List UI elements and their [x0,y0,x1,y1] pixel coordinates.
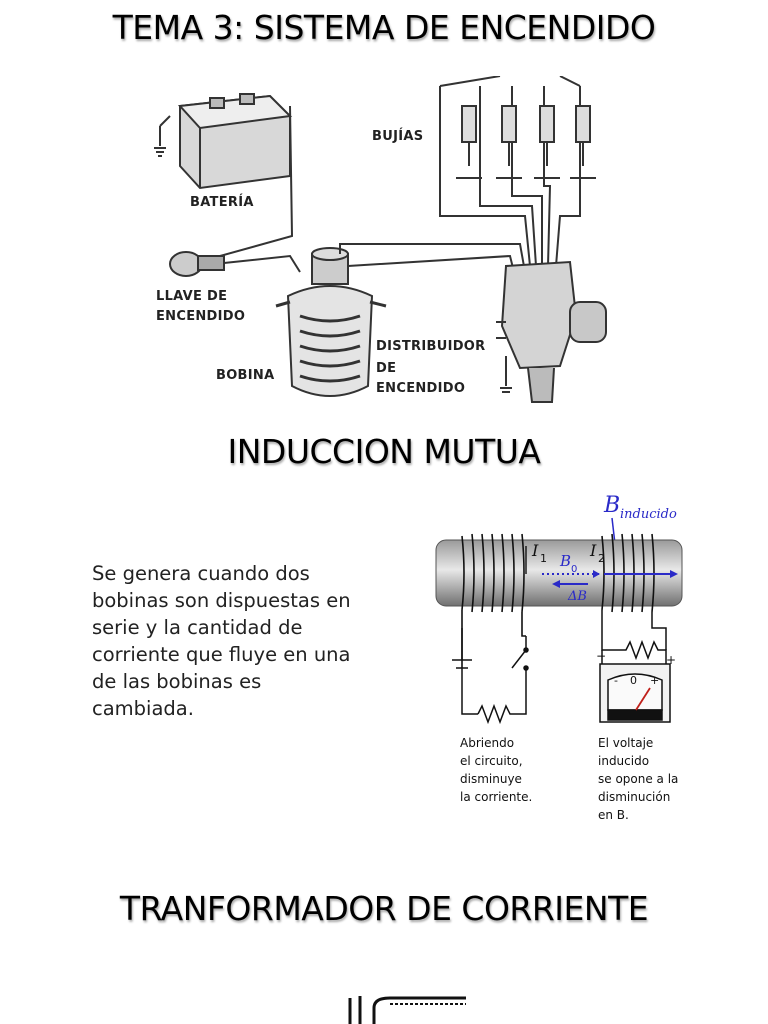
transformer-diagram-partial [348,996,466,1024]
current-i2-subscript: 2 [598,552,605,565]
b-inducido-subscript: inducido [620,507,677,522]
section-heading-induccion: INDUCCION MUTUA [227,432,541,471]
label-bobina: BOBINA [216,368,274,383]
primary-circuit [452,628,529,725]
terminal-plus: + [666,653,676,667]
label-bujias: BUJÍAS [372,128,423,144]
secondary-circuit [599,610,671,723]
section-heading-transformador: TRANFORMADOR DE CORRIENTE [119,889,649,928]
distributor-illustration [496,260,607,403]
label-distribuidor-line2: DE [376,361,396,376]
label-llave-line1: LLAVE DE [156,289,227,304]
caption-left-line1: Abriendo [460,736,514,750]
caption-right-line3: se opone a la [598,772,678,786]
meter-plus: + [650,674,659,687]
caption-right-line1: El voltaje [598,736,653,750]
b0-subscript: 0 [571,564,577,575]
label-llave-line2: ENCENDIDO [156,309,245,324]
delta-b-symbol: ΔB [567,589,587,604]
caption-right-line2: inducido [598,754,649,768]
caption-left-line2: el circuito, [460,754,523,768]
spark-plugs-illustration [456,105,596,179]
label-bateria: BATERÍA [190,194,254,210]
caption-right-line5: en B. [598,808,629,822]
induccion-paragraph: Se genera cuando dos bobinas son dispues… [92,562,351,720]
ignition-system-diagram: BUJÍAS BATERÍA LLAVE DE ENCENDIDO BOBINA… [154,76,607,403]
battery-illustration [154,93,293,190]
current-i1-subscript: 1 [540,552,547,565]
b0-symbol: B [559,552,571,570]
primary-coil [461,533,526,668]
ignition-coil-illustration [275,247,387,397]
ignition-key-illustration [169,251,301,277]
mutual-induction-diagram: B inducido I 1 I 2 B 0 ΔB − + - [435,493,683,822]
b-inducido-symbol: B [603,493,620,518]
label-distribuidor-line1: DISTRIBUIDOR [376,339,485,354]
label-distribuidor-line3: ENCENDIDO [376,381,465,396]
meter-minus: - [614,674,618,687]
current-i2-symbol: I [589,541,597,560]
caption-left-line4: la corriente. [460,790,532,804]
page-title: TEMA 3: SISTEMA DE ENCENDIDO [112,8,656,47]
meter-zero: 0 [630,674,637,687]
caption-left-line3: disminuye [460,772,522,786]
caption-right-line4: disminución [598,790,670,804]
terminal-minus: − [596,649,606,663]
current-i1-symbol: I [531,541,539,560]
